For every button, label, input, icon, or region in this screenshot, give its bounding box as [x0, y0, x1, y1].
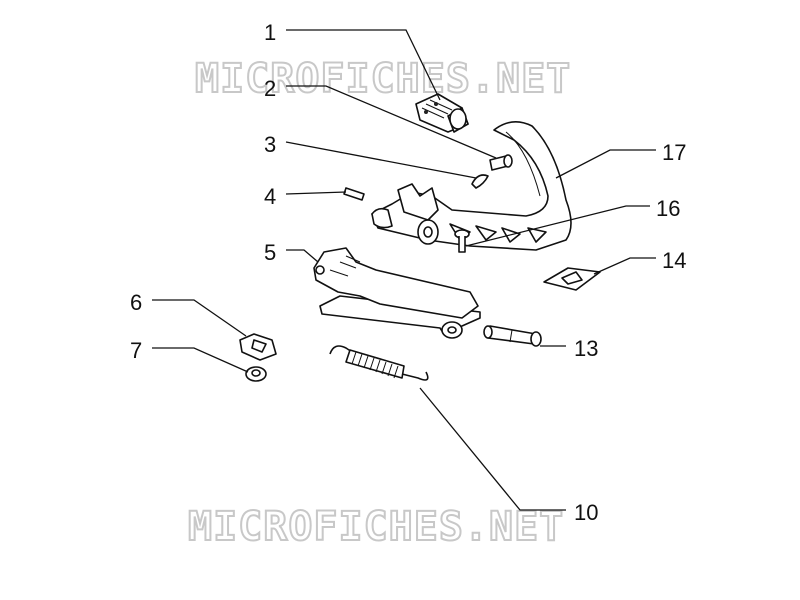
- leader-14: [593, 257, 656, 275]
- leader-6: [152, 299, 247, 337]
- callout-1: 1: [264, 20, 276, 45]
- leader-2: [286, 85, 497, 159]
- callout-6: 6: [130, 290, 142, 315]
- part-7-washer: [245, 366, 267, 382]
- callout-2: 2: [264, 76, 276, 101]
- part-10-spring: [329, 345, 429, 381]
- part-16-bolt: [454, 229, 470, 253]
- part-17-stand-arm: [371, 121, 572, 251]
- callout-7: 7: [130, 338, 142, 363]
- leader-16: [465, 205, 650, 247]
- part-2-pin: [489, 154, 513, 171]
- leader-3: [285, 141, 477, 179]
- part-1-pad: [415, 93, 469, 133]
- callout-17: 17: [662, 140, 686, 165]
- callout-10: 10: [574, 500, 598, 525]
- leader-4: [285, 191, 347, 195]
- part-5-bracket: [313, 247, 481, 339]
- callout-3: 3: [264, 132, 276, 157]
- part-13-bushing: [483, 325, 542, 347]
- leader-5: [286, 249, 319, 263]
- callout-5: 5: [264, 240, 276, 265]
- watermark-bottom: MICROFICHES.NET: [188, 504, 564, 550]
- callout-4: 4: [264, 184, 276, 209]
- leader-7: [152, 347, 249, 373]
- part-4-roll-pin: [343, 187, 365, 201]
- leader-17: [555, 149, 656, 179]
- leader-10: [419, 387, 566, 511]
- callout-16: 16: [656, 196, 680, 221]
- part-14-plate: [543, 267, 601, 291]
- callout-14: 14: [662, 248, 686, 273]
- part-3-clip: [471, 174, 489, 189]
- watermark-top: MICROFICHES.NET: [195, 56, 571, 102]
- part-6-bumper: [239, 333, 277, 361]
- leader-1: [286, 29, 441, 101]
- callout-13: 13: [574, 336, 598, 361]
